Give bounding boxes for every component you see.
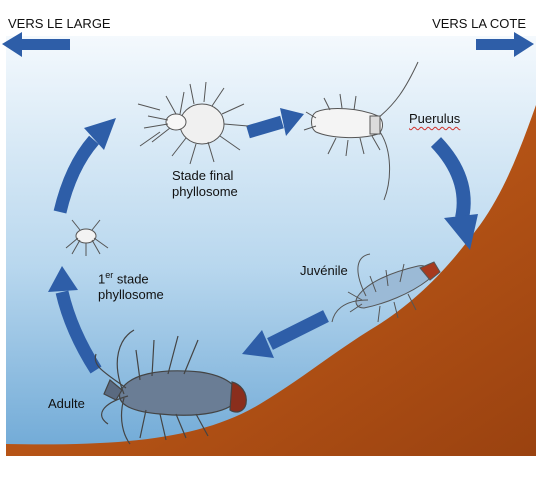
first-phyllosome-rest: stade xyxy=(113,271,148,286)
puerulus-label: Puerulus xyxy=(409,111,460,127)
juvenile-label: Juvénile xyxy=(300,263,348,279)
first-phyllosome-label: 1er stade phyllosome xyxy=(98,267,164,303)
final-phyllosome-label-line1: Stade final xyxy=(172,168,238,184)
final-phyllosome-label-line2: phyllosome xyxy=(172,184,238,200)
offshore-label: VERS LE LARGE xyxy=(8,16,111,32)
final-phyllosome-label: Stade final phyllosome xyxy=(172,168,238,200)
first-phyllosome-label-line1: 1er stade xyxy=(98,267,164,287)
adult-label: Adulte xyxy=(48,396,85,412)
first-phyllosome-label-line2: phyllosome xyxy=(98,287,164,303)
coast-label: VERS LA COTE xyxy=(432,16,526,32)
